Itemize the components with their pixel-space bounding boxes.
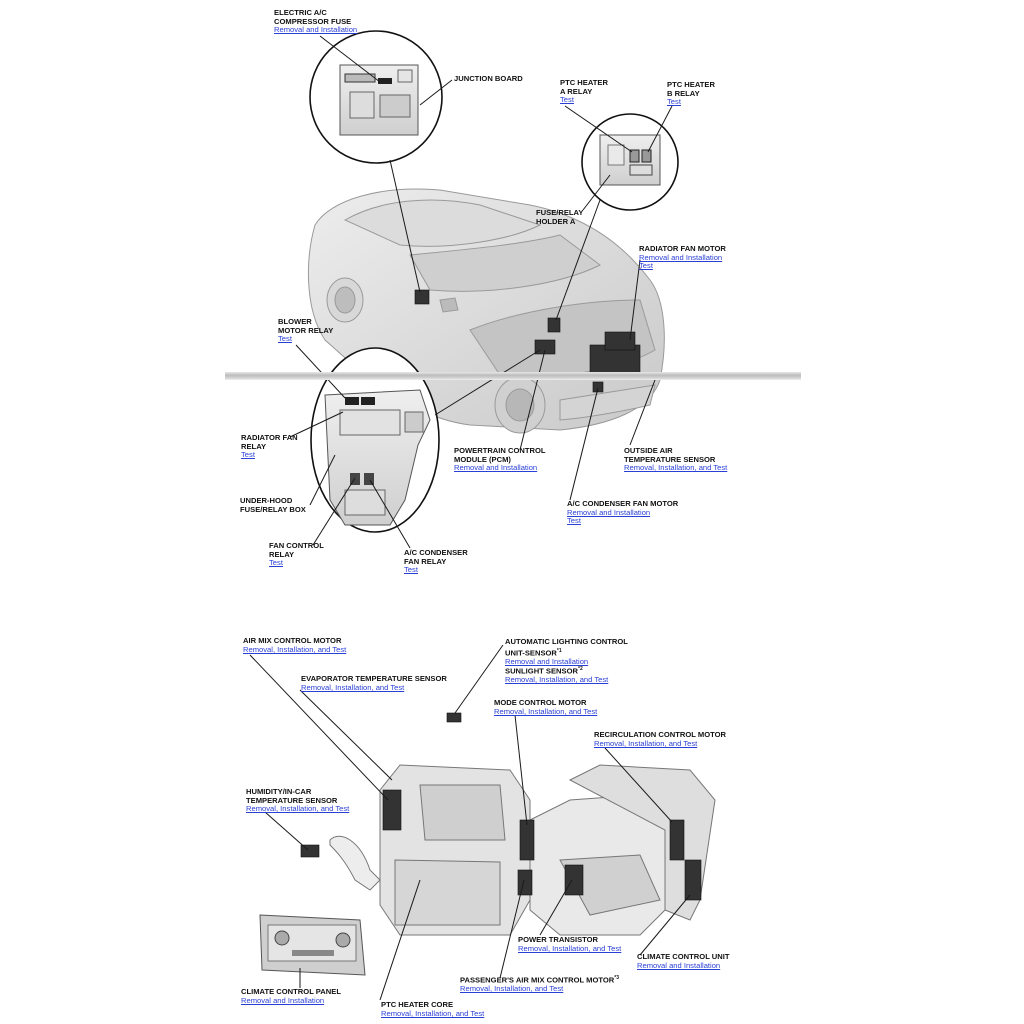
climate-control-panel-illustration [259,914,366,976]
car-components [414,289,641,393]
label-electric-ac-compressor-fuse: ELECTRIC A/C COMPRESSOR FUSE Removal and… [274,8,358,35]
label-title-with-sup: PASSENGER'S AIR MIX CONTROL MOTOR*3 [460,974,619,985]
label-title: POWER TRANSISTOR [518,935,599,944]
label-passengers-air-mix-control-motor: PASSENGER'S AIR MIX CONTROL MOTOR*3 Remo… [460,974,619,994]
junction-board-detail [309,30,443,164]
link-removal-installation-test[interactable]: Removal, Installation, and Test [624,463,728,473]
label-radiator-fan-relay: RADIATOR FAN RELAY Test [241,433,298,460]
label-fan-control-relay: FAN CONTROL RELAY Test [269,541,324,568]
label-title-with-sup: AUTOMATIC LIGHTING CONTROL UNIT-SENSOR*1 [505,637,628,658]
link-test[interactable]: Test [404,565,418,575]
label-sunlight-sensor: SUNLIGHT SENSOR*2 Removal, Installation,… [505,665,608,685]
label-junction-board: JUNCTION BOARD [454,74,523,84]
label-ptc-heater-a-relay: PTC HEATER A RELAY Test [560,78,608,105]
footnote-mark: *3 [614,975,619,981]
link-removal-installation-test[interactable]: Removal, Installation, and Test [301,682,405,692]
label-title: CLIMATE CONTROL PANEL [241,987,341,996]
label-title: OUTSIDE AIR TEMPERATURE SENSOR [624,446,716,464]
label-title: HUMIDITY/IN-CAR TEMPERATURE SENSOR [246,787,338,805]
label-title: RADIATOR FAN MOTOR [639,244,726,253]
label-blower-motor-relay: BLOWER MOTOR RELAY Test [278,317,334,344]
label-evaporator-temperature-sensor: EVAPORATOR TEMPERATURE SENSOR Removal, I… [301,674,447,692]
link-removal-installation-test[interactable]: Removal, Installation, and Test [381,1008,485,1018]
label-radiator-fan-motor: RADIATOR FAN MOTOR Removal and Installat… [639,244,726,271]
link-test[interactable]: Test [639,261,653,271]
label-title: AUTOMATIC LIGHTING CONTROL UNIT-SENSOR [505,637,628,658]
label-title: EVAPORATOR TEMPERATURE SENSOR [301,674,447,683]
label-air-mix-control-motor: AIR MIX CONTROL MOTOR Removal, Installat… [243,636,347,654]
link-test[interactable]: Test [269,558,283,568]
label-title: UNDER-HOOD FUSE/RELAY BOX [240,496,306,514]
label-title: PTC HEATER A RELAY [560,78,608,96]
label-ac-condenser-fan-motor: A/C CONDENSER FAN MOTOR Removal and Inst… [567,499,679,526]
label-ptc-heater-b-relay: PTC HEATER B RELAY Test [667,80,715,107]
link-test[interactable]: Test [567,516,581,526]
link-removal-installation-test[interactable]: Removal, Installation, and Test [246,804,350,814]
link-removal-installation-test[interactable]: Removal, Installation, and Test [494,706,598,716]
link-removal-installation[interactable]: Removal and Installation [637,960,721,970]
hvac-components [300,712,702,901]
link-removal-installation-test[interactable]: Removal, Installation, and Test [505,675,609,685]
footnote-mark: *1 [556,647,562,654]
under-hood-box-detail [310,347,440,533]
label-title: RADIATOR FAN RELAY [241,433,298,451]
label-title: RECIRCULATION CONTROL MOTOR [594,730,727,739]
footnote-mark: *2 [578,666,583,672]
label-title: ELECTRIC A/C COMPRESSOR FUSE [274,8,352,26]
label-ptc-heater-core: PTC HEATER CORE Removal, Installation, a… [381,1000,485,1018]
label-title: CLIMATE CONTROL UNIT [637,952,730,961]
label-fuse-relay-holder-a: FUSE/RELAY HOLDER A [536,208,584,226]
link-test[interactable]: Test [241,450,255,460]
leader-lines [249,35,691,1001]
label-title: FAN CONTROL RELAY [269,541,324,559]
label-recirculation-control-motor: RECIRCULATION CONTROL MOTOR Removal, Ins… [594,730,727,748]
label-title: SUNLIGHT SENSOR [505,666,578,676]
link-removal-installation[interactable]: Removal and Installation [241,995,325,1005]
label-title: AIR MIX CONTROL MOTOR [243,636,342,645]
label-climate-control-unit: CLIMATE CONTROL UNIT Removal and Install… [637,952,730,970]
label-title: PTC HEATER CORE [381,1000,454,1009]
link-removal-installation-test[interactable]: Removal, Installation, and Test [243,644,347,654]
label-title: A/C CONDENSER FAN RELAY [404,548,468,566]
label-title: JUNCTION BOARD [454,74,523,83]
label-title: MODE CONTROL MOTOR [494,698,587,707]
link-removal-installation-test[interactable]: Removal, Installation, and Test [594,738,698,748]
link-removal-installation[interactable]: Removal and Installation [454,463,538,473]
link-removal-installation[interactable]: Removal and Installation [274,25,358,35]
label-title-with-sup: SUNLIGHT SENSOR*2 [505,665,608,676]
link-test[interactable]: Test [278,334,292,344]
label-title: FUSE/RELAY HOLDER A [536,208,584,226]
link-removal-installation-test[interactable]: Removal, Installation, and Test [518,943,622,953]
link-removal-installation[interactable]: Removal and Installation [639,252,723,262]
fuse-relay-holder-detail [581,113,679,211]
label-title: PASSENGER'S AIR MIX CONTROL MOTOR [460,975,615,985]
label-powertrain-control-module: POWERTRAIN CONTROL MODULE (PCM) Removal … [454,446,546,473]
label-mode-control-motor: MODE CONTROL MOTOR Removal, Installation… [494,698,598,716]
label-power-transistor: POWER TRANSISTOR Removal, Installation, … [518,935,622,953]
link-removal-installation-test[interactable]: Removal, Installation, and Test [460,984,564,994]
link-test[interactable]: Test [667,97,681,107]
link-removal-installation[interactable]: Removal and Installation [505,656,589,666]
label-humidity-in-car-temperature-sensor: HUMIDITY/IN-CAR TEMPERATURE SENSOR Remov… [246,787,350,814]
label-climate-control-panel: CLIMATE CONTROL PANEL Removal and Instal… [241,987,341,1005]
hvac-unit-illustration [329,764,716,936]
link-test[interactable]: Test [560,95,574,105]
label-title: A/C CONDENSER FAN MOTOR [567,499,679,508]
section-divider [225,372,801,380]
label-outside-air-temperature-sensor: OUTSIDE AIR TEMPERATURE SENSOR Removal, … [624,446,728,473]
link-removal-installation[interactable]: Removal and Installation [567,507,651,517]
label-title: BLOWER MOTOR RELAY [278,317,334,335]
label-title: POWERTRAIN CONTROL MODULE (PCM) [454,446,546,464]
label-title: PTC HEATER B RELAY [667,80,715,98]
label-under-hood-fuse-relay-box: UNDER-HOOD FUSE/RELAY BOX [240,496,306,514]
label-automatic-lighting-control: AUTOMATIC LIGHTING CONTROL UNIT-SENSOR*1… [505,637,628,666]
label-ac-condenser-fan-relay: A/C CONDENSER FAN RELAY Test [404,548,468,575]
